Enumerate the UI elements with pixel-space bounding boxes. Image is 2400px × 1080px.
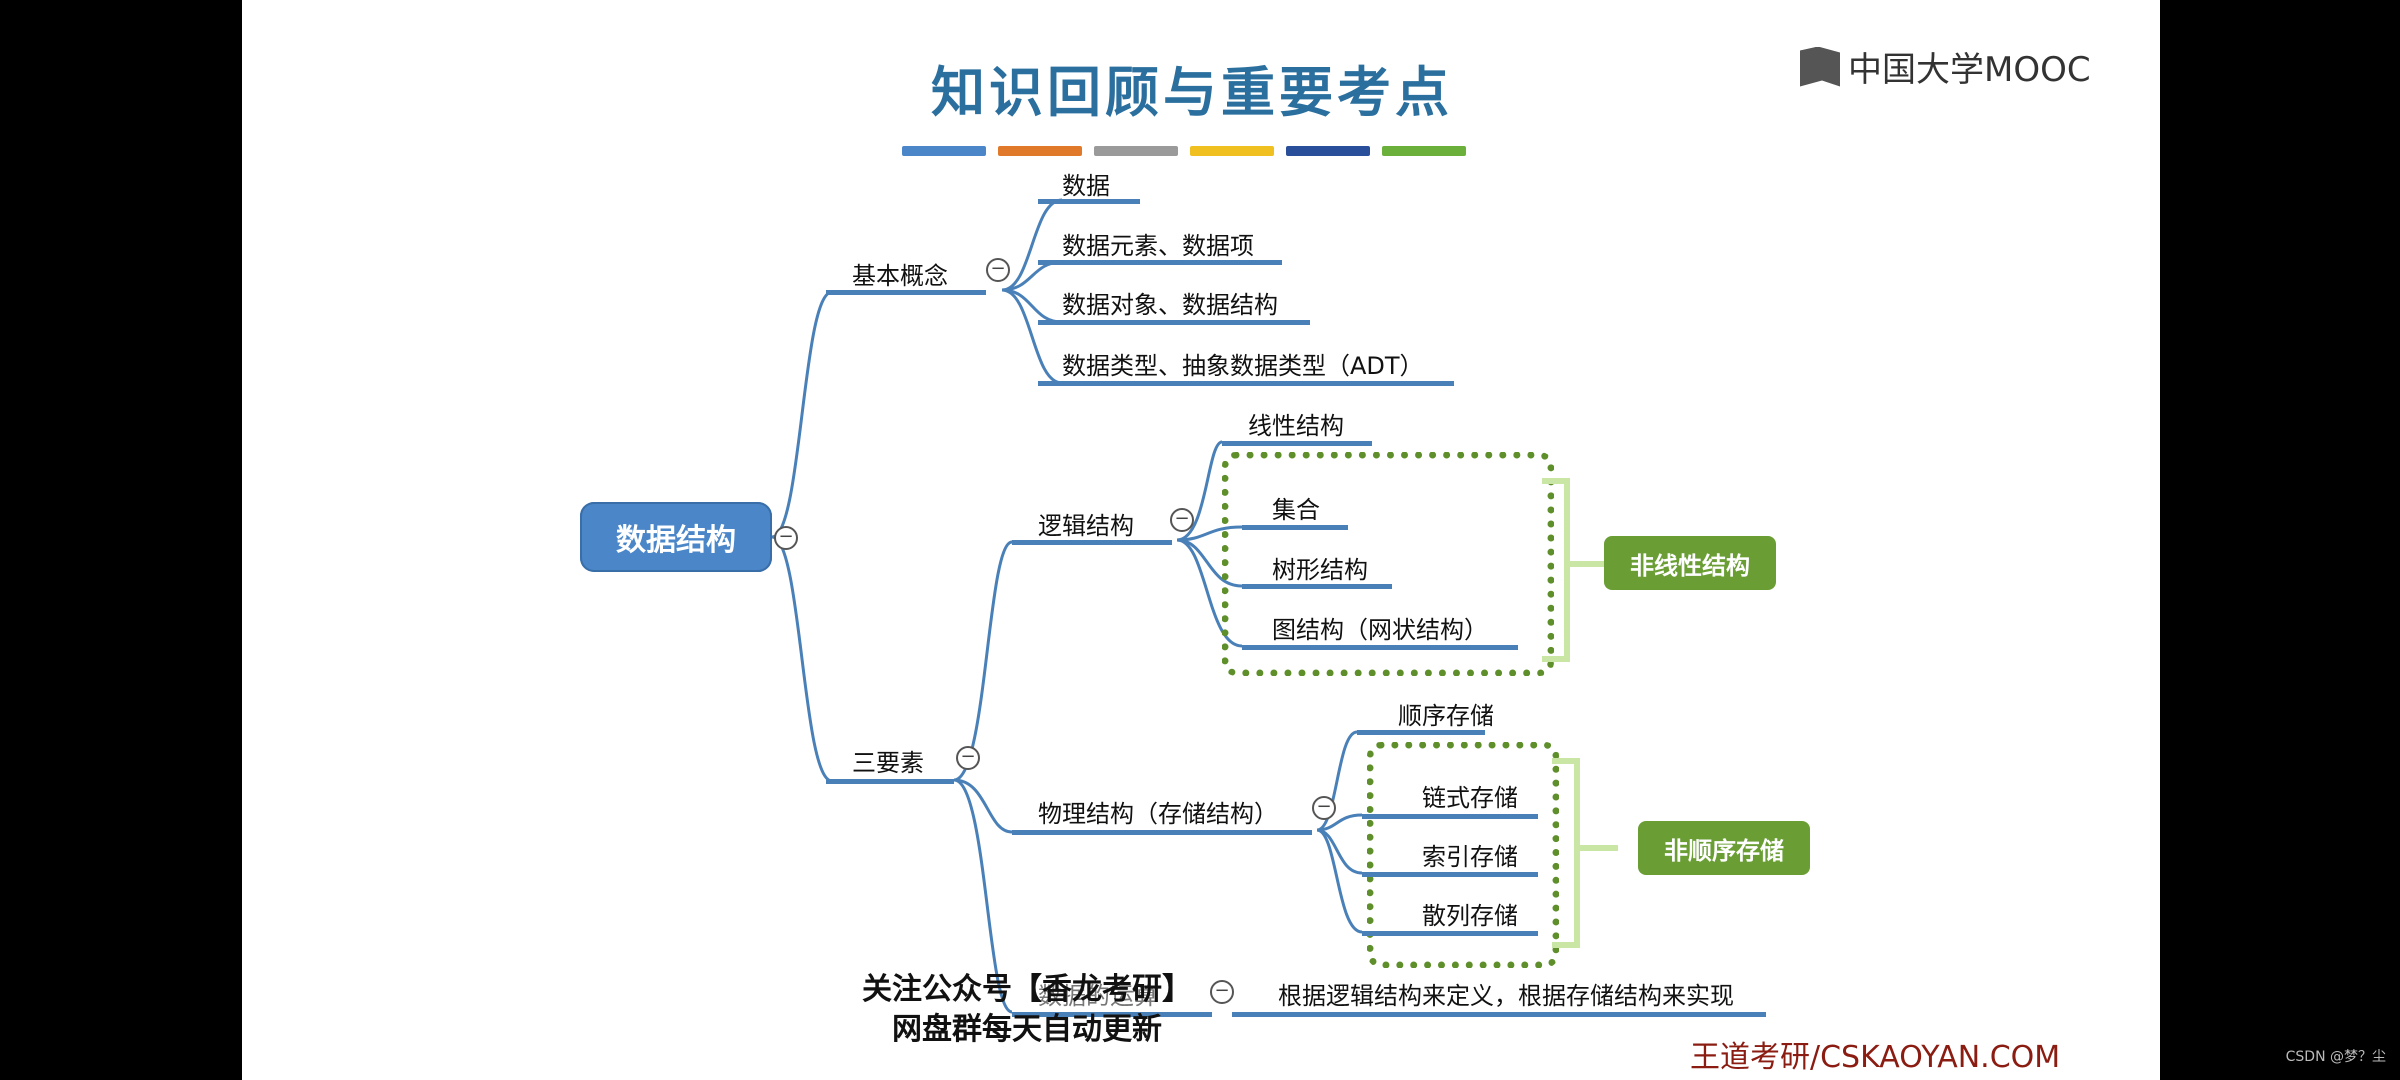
nonlinear-bracket (1542, 478, 1570, 662)
root-node[interactable]: 数据结构 (580, 502, 772, 572)
slide: 知识回顾与重要考点 中国大学MOOC (242, 0, 2160, 1080)
node-tree[interactable]: 树形结构 (1272, 556, 1368, 584)
node-physical[interactable]: 物理结构（存储结构） (1038, 800, 1278, 828)
node-sequential[interactable]: 顺序存储 (1398, 702, 1494, 730)
node-operations-desc[interactable]: 根据逻辑结构来定义，根据存储结构来实现 (1278, 982, 1734, 1010)
collapse-logical-icon[interactable]: − (1170, 508, 1194, 532)
underline-logical (1012, 540, 1172, 545)
color-bar-3 (1094, 146, 1178, 156)
nonsequential-group-box (1367, 742, 1559, 968)
collapse-root-icon[interactable]: − (774, 526, 798, 550)
node-basic-concepts[interactable]: 基本概念 (852, 262, 948, 290)
color-bar-5 (1286, 146, 1370, 156)
underline-operations-desc (1232, 1012, 1766, 1017)
mindmap-connectors (771, 198, 1363, 1014)
mooc-logo-icon (1800, 46, 1840, 87)
underline-basic (826, 290, 986, 295)
node-set[interactable]: 集合 (1272, 496, 1320, 524)
color-bar-4 (1190, 146, 1274, 156)
underline-hashed (1362, 931, 1538, 936)
underline-operations (1012, 1012, 1212, 1017)
nonsequential-bracket-stem (1580, 845, 1618, 851)
underline-linear (1222, 441, 1372, 446)
collapse-operations-icon[interactable]: − (1210, 980, 1234, 1004)
mooc-logo-text: 中国大学MOOC (1848, 50, 2091, 90)
node-basic-item-0[interactable]: 数据 (1062, 172, 1110, 200)
underline-sequential (1357, 730, 1485, 735)
collapse-three-icon[interactable]: − (956, 746, 980, 770)
connector-root-three (771, 535, 833, 783)
underline-basic-0 (1038, 199, 1140, 204)
connector-root-basic (771, 290, 833, 539)
csdn-watermark: CSDN @梦？尘 (2285, 1049, 2386, 1065)
nonlinear-bracket-stem (1570, 561, 1604, 567)
node-operations[interactable]: 数据的运算 (1038, 982, 1158, 1010)
node-indexed[interactable]: 索引存储 (1422, 843, 1518, 871)
color-bar-2 (998, 146, 1082, 156)
node-basic-item-3[interactable]: 数据类型、抽象数据类型（ADT） (1062, 352, 1424, 380)
underline-linked (1362, 814, 1538, 819)
overlay-line-2: 网盘群每天自动更新 (892, 1012, 1162, 1047)
underline-basic-2 (1038, 320, 1310, 325)
underline-basic-1 (1038, 260, 1282, 265)
node-linear[interactable]: 线性结构 (1248, 412, 1344, 440)
node-basic-item-2[interactable]: 数据对象、数据结构 (1062, 291, 1278, 319)
node-graph[interactable]: 图结构（网状结构） (1272, 616, 1488, 644)
color-bar-1 (902, 146, 986, 156)
mooc-logo: 中国大学MOOC (1800, 42, 2091, 91)
collapse-basic-icon[interactable]: − (986, 258, 1010, 282)
underline-tree (1242, 584, 1392, 589)
nonlinear-group-box (1222, 452, 1554, 676)
collapse-physical-icon[interactable]: − (1312, 796, 1336, 820)
underline-set (1242, 525, 1348, 530)
node-hashed[interactable]: 散列存储 (1422, 902, 1518, 930)
overlay-line-1: 关注公众号【香龙考研】 (862, 972, 1192, 1007)
node-logical[interactable]: 逻辑结构 (1038, 512, 1134, 540)
node-three-elements[interactable]: 三要素 (852, 749, 924, 777)
node-basic-item-1[interactable]: 数据元素、数据项 (1062, 232, 1254, 260)
underline-graph (1242, 645, 1518, 650)
underline-basic-3 (1038, 381, 1454, 386)
color-bar-6 (1382, 146, 1466, 156)
footer-brand: 王道考研/CSKAOYAN.COM (1690, 1040, 2061, 1075)
slide-title: 知识回顾与重要考点 (931, 61, 1453, 124)
underline-indexed (1362, 872, 1538, 877)
nonsequential-bracket (1552, 758, 1580, 948)
tag-nonlinear[interactable]: 非线性结构 (1604, 536, 1776, 590)
underline-physical (1012, 830, 1312, 835)
underline-three (826, 779, 954, 784)
tag-nonsequential[interactable]: 非顺序存储 (1638, 821, 1810, 875)
node-linked[interactable]: 链式存储 (1422, 784, 1518, 812)
